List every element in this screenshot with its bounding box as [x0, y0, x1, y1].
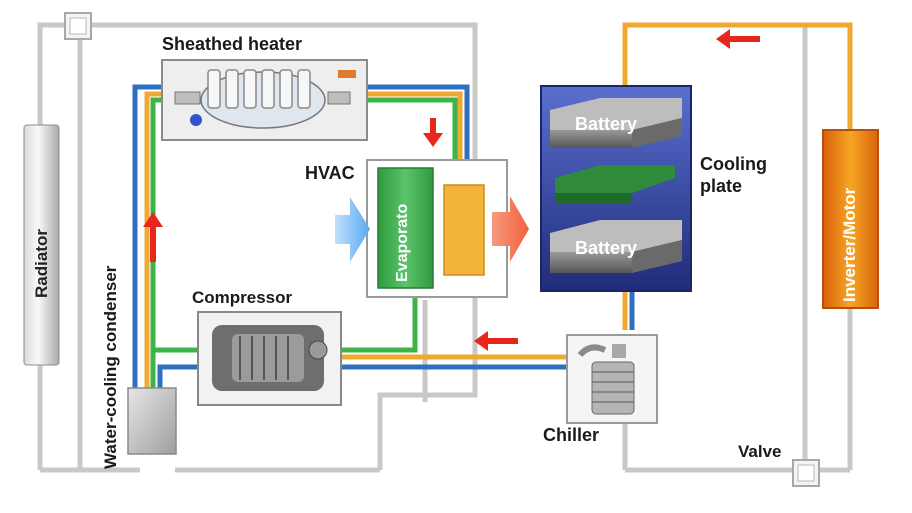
- top-left-valve: [64, 12, 92, 40]
- valve-label: Valve: [738, 442, 782, 461]
- battery-pack: [540, 85, 692, 292]
- battery-label-bottom: Battery: [575, 238, 638, 258]
- flow-arrow-up-condenser: [143, 212, 163, 262]
- evaporator-label: Evaporato: [394, 203, 411, 282]
- flow-arrow-left-chiller: [474, 331, 518, 351]
- hvac-label: HVAC: [305, 163, 355, 183]
- chiller-label: Chiller: [543, 425, 600, 445]
- air-outlet-arrow: [492, 196, 529, 262]
- radiator-label: Radiator: [32, 229, 51, 298]
- inverter-motor: [822, 129, 879, 309]
- water-cooling-condenser: [127, 387, 177, 455]
- valve-bottom: [792, 459, 820, 487]
- sheathed-heater-label: Sheathed heater: [162, 34, 303, 54]
- chiller: [566, 334, 658, 424]
- flow-arrow-top-right: [716, 29, 760, 49]
- compressor: [197, 311, 342, 406]
- flow-arrow-down-heater: [423, 118, 443, 147]
- sheathed-heater: [161, 59, 368, 141]
- battery-label-top: Battery: [575, 114, 638, 134]
- air-inlet-arrow: [335, 197, 370, 262]
- radiator: [23, 124, 60, 366]
- compressor-label: Compressor: [192, 288, 293, 307]
- water-cooling-condenser-label: Water-cooling condenser: [101, 265, 120, 469]
- hvac-unit: [366, 159, 508, 298]
- inverter-motor-label: Inverter/Motor: [840, 187, 859, 302]
- cooling-plate-label: Cooling plate: [700, 154, 767, 196]
